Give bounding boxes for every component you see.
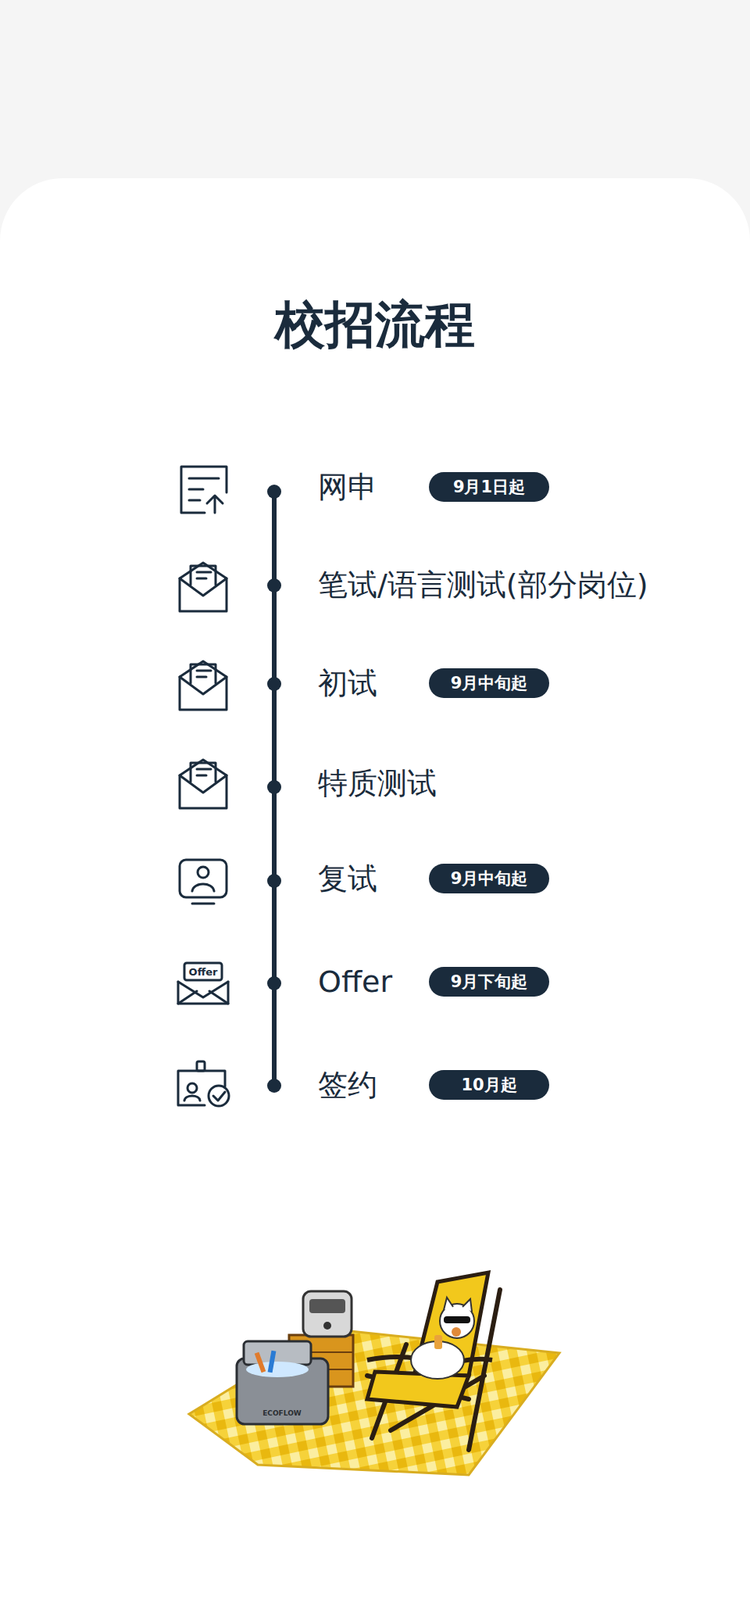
step-label: Offer: [317, 964, 393, 999]
step-label: 初试: [317, 663, 378, 704]
date-badge: 9月中旬起: [428, 863, 550, 893]
step-label: 网申: [317, 467, 378, 508]
badge-text: 9月1日起: [453, 475, 525, 498]
step-label: 笔试/语言测试(部分岗位): [317, 564, 648, 605]
date-badge: 9月下旬起: [428, 966, 550, 997]
brand-mark: ECOFLOW: [262, 1408, 302, 1417]
date-badge: 10月起: [428, 1069, 550, 1100]
step-label: 签约: [317, 1064, 378, 1105]
date-badge: 9月1日起: [428, 471, 550, 502]
date-badge: 9月中旬起: [428, 667, 550, 698]
icon-text: Offer: [189, 965, 218, 978]
step-label: 特质测试: [317, 763, 437, 804]
page-title: 校招流程: [275, 290, 475, 359]
badge-text: 9月中旬起: [450, 867, 529, 890]
badge-text: 10月起: [460, 1073, 517, 1096]
badge-text: 9月下旬起: [450, 970, 529, 993]
badge-text: 9月中旬起: [450, 671, 529, 694]
step-label: 复试: [317, 858, 378, 899]
